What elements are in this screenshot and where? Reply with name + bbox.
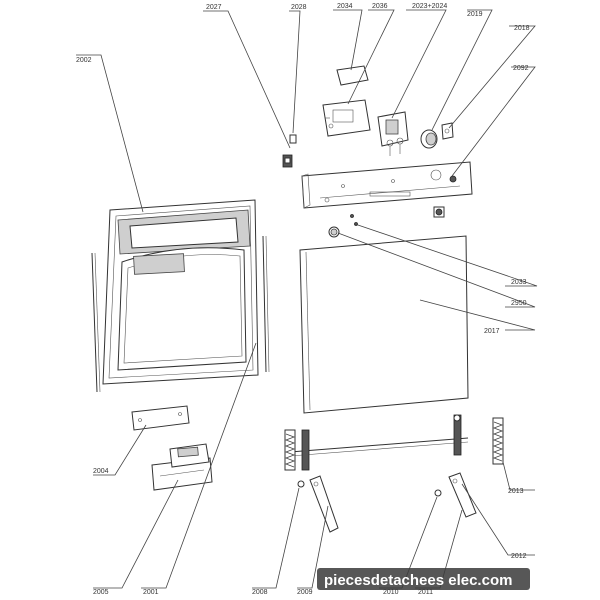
label-2950: 2950 [511,300,527,307]
part-2023-switch-block [377,111,409,156]
part-labels: 2027 2028 2034 2036 2023+2024 2019 2018 … [76,3,530,596]
label-2018: 2018 [514,25,530,32]
part-2013-spring [492,417,504,465]
part-2010-pin [434,489,442,497]
part-2034-plate [336,65,369,86]
part-2008-pin [297,480,305,488]
part-gasket-strip [91,252,101,393]
part-2036-control-board [322,99,371,137]
label-2012: 2012 [511,553,527,560]
label-2019: 2019 [467,11,483,18]
watermark: piecesdetachees elec.com [317,568,530,590]
label-2027: 2027 [206,4,222,11]
part-2002-inner-door [102,199,259,385]
label-2004: 2004 [93,468,109,475]
part-side-strip [262,235,270,373]
label-2028: 2028 [291,4,307,11]
part-2009-hinge-arm [309,475,339,533]
watermark-text: piecesdetachees elec.com [324,572,512,589]
part-2012-hinge-arm [448,472,477,518]
label-2017: 2017 [484,328,500,335]
label-2002: 2002 [76,57,92,64]
watermark-background [317,568,530,590]
part-2027-clip [282,154,293,168]
label-2001: 2001 [143,589,159,596]
part-2017-outer-panel [299,235,469,414]
part-2004-plate [131,405,190,431]
leader-lines [76,9,538,589]
part-right-bracket [453,414,462,456]
label-2034: 2034 [337,3,353,10]
part-left-spring [284,429,310,471]
part-2950-pin [350,214,358,226]
label-2036: 2036 [372,3,388,10]
label-2008: 2008 [252,589,268,596]
part-hinge-rod [289,437,469,457]
label-2023-2024: 2023+2024 [412,3,447,10]
part-2019-knob [420,129,438,149]
label-2033: 2033 [511,279,527,286]
part-2033-button [328,226,340,238]
label-2092: 2092 [513,65,529,72]
part-2005-dispenser [151,443,213,491]
label-2010: 2010 [383,589,399,596]
label-2009: 2009 [297,589,313,596]
part-2028-screw [289,134,297,144]
label-2011: 2011 [418,589,433,596]
label-2013: 2013 [508,488,524,495]
label-2005: 2005 [93,589,109,596]
part-2092-control-panel [301,161,473,209]
part-knob-insert [433,206,445,218]
